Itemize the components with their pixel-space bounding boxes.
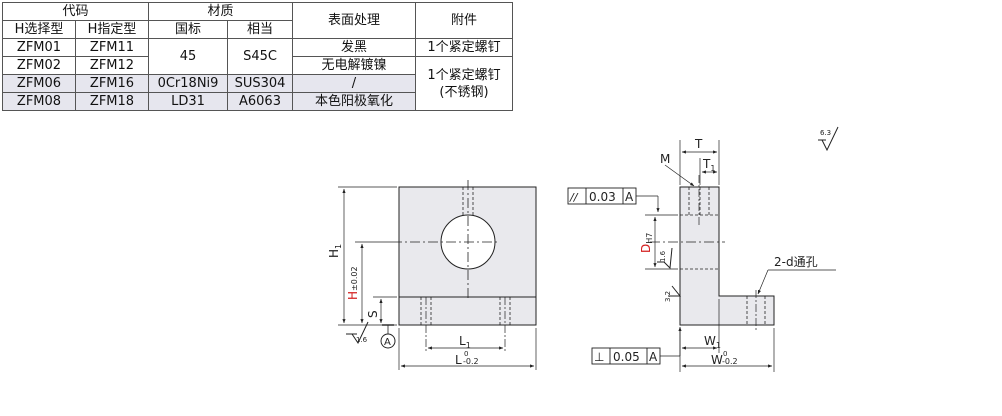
- datum-a-symbol: [380, 324, 396, 349]
- cell-surface: 无电解镀镍: [292, 56, 416, 75]
- cell-h-specify: ZFM18: [75, 92, 149, 111]
- perpendicular-tolerance-frame: [591, 326, 682, 365]
- perp-datum: A: [649, 350, 658, 364]
- cell-national: 45: [148, 38, 228, 75]
- dim-t-label: T: [694, 137, 703, 151]
- cell-surface: 本色阳极氧化: [292, 92, 416, 111]
- dim-w1-label: W1: [704, 334, 721, 350]
- parallel-value: 0.03: [589, 190, 616, 204]
- cell-national: LD31: [148, 92, 228, 111]
- accessory-line1: 1个紧定螺钉: [427, 67, 501, 83]
- dim-l-tol-lower: -0.2: [463, 357, 479, 366]
- hole-note-label: 2-d通孔: [774, 255, 818, 269]
- side-view: [567, 140, 836, 372]
- dim-d-label: DH7: [639, 233, 654, 253]
- dim-w-tol-upper: 0: [723, 350, 727, 358]
- cell-h-select: ZFM08: [2, 92, 76, 111]
- roughness-symbol-front: [346, 321, 369, 345]
- cell-accessory: 1个紧定螺钉 (不锈钢): [415, 56, 513, 111]
- perp-symbol: ⊥: [594, 350, 604, 364]
- cell-h-specify: ZFM11: [75, 38, 149, 57]
- roughness-symbol-top: [818, 126, 839, 152]
- dim-t1-label: T1: [702, 157, 715, 173]
- roughness-top-label: 6.3: [820, 129, 831, 137]
- dim-m-label: M: [660, 152, 670, 166]
- cell-accessory: 1个紧定螺钉: [415, 38, 513, 57]
- cell-equivalent: SUS304: [227, 74, 293, 93]
- cell-surface: 发黑: [292, 38, 416, 57]
- roughness-symbol-side: [657, 247, 673, 270]
- dim-l-label: L: [455, 353, 462, 367]
- dim-l-tol-upper: 0: [464, 350, 468, 358]
- cell-h-specify: ZFM16: [75, 74, 149, 93]
- dim-l1-label: L1: [459, 334, 471, 350]
- datum-a-label: A: [384, 337, 391, 348]
- dim-w-tol-lower: -0.2: [722, 357, 738, 366]
- roughness-symbol-side-2: [668, 285, 682, 297]
- table-row: ZFM08 ZFM18 LD31 A6063 本色阳极氧化: [2, 92, 513, 111]
- roughness-side-label-2: 3.2: [664, 291, 672, 302]
- perp-value: 0.05: [613, 350, 640, 364]
- cell-equivalent: A6063: [227, 92, 293, 111]
- dim-h1-label: H1: [327, 244, 343, 258]
- cell-h-specify: ZFM12: [75, 56, 149, 75]
- roughness-front-label: 1.6: [356, 336, 368, 344]
- header-equivalent: 相当: [227, 20, 293, 39]
- parallel-tolerance-frame: [567, 187, 660, 213]
- cell-national: 0Cr18Ni9: [148, 74, 228, 93]
- parallel-symbol: //: [569, 191, 579, 204]
- dim-w-label: W: [711, 353, 723, 367]
- dim-h-label: H±0.02: [346, 266, 360, 300]
- accessory-line2: (不锈钢): [439, 84, 489, 100]
- front-view: [338, 180, 537, 370]
- spec-table: 代码 材质 表面处理 附件 H选择型 H指定型 国标 相当 ZFM01 ZFM1…: [2, 2, 513, 111]
- cell-surface: /: [292, 74, 416, 93]
- dim-s-label: S: [366, 310, 380, 318]
- parallel-datum: A: [625, 190, 634, 204]
- table-row: ZFM02 ZFM12 无电解镀镍 1个紧定螺钉 (不锈钢): [2, 56, 513, 111]
- cell-h-select: ZFM02: [2, 56, 76, 75]
- roughness-side-label: 1.6: [659, 250, 667, 262]
